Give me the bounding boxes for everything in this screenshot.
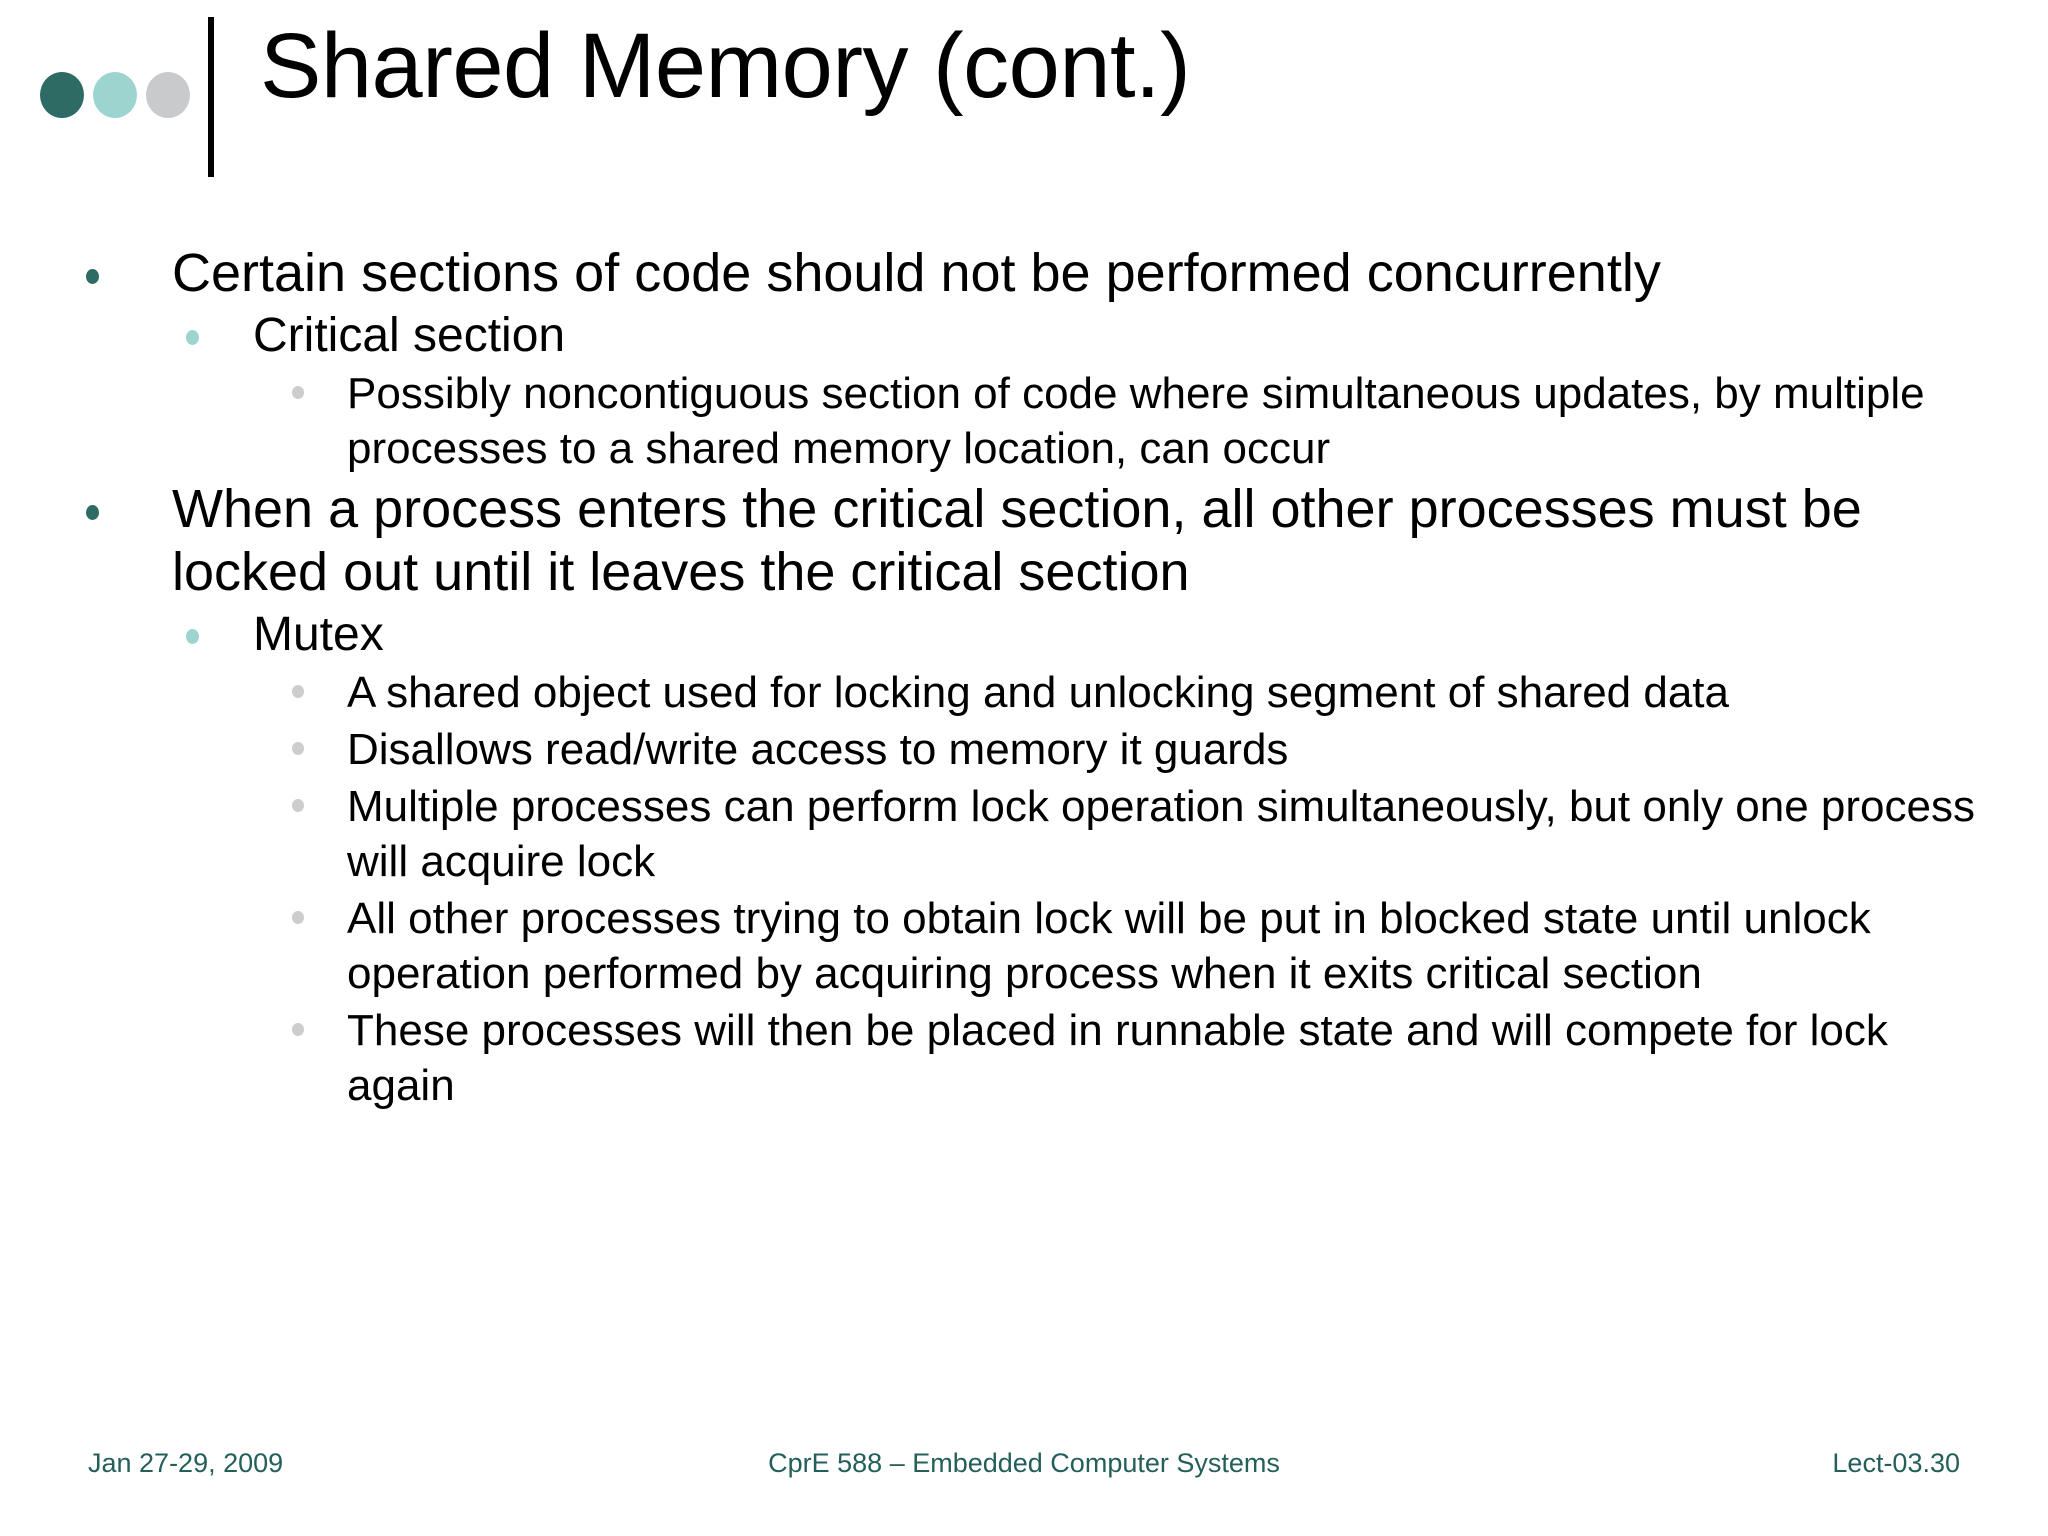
bullet-item-level1: When a process enters the critical secti… xyxy=(0,478,2048,604)
slide-body: Certain sections of code should not be p… xyxy=(0,242,2048,1115)
bullet-text: Multiple processes can perform lock oper… xyxy=(347,782,1975,886)
footer-date: Jan 27-29, 2009 xyxy=(88,1448,284,1478)
bullet-dot-icon xyxy=(292,386,304,399)
logo-dots xyxy=(40,72,190,118)
slide-header: Shared Memory (cont.) xyxy=(0,0,2048,190)
bullet-item-level3: All other processes trying to obtain loc… xyxy=(0,891,2048,1001)
bullet-item-level3: Multiple processes can perform lock oper… xyxy=(0,779,2048,889)
slide-footer: Jan 27-29, 2009 CprE 588 – Embedded Comp… xyxy=(0,1416,2048,1536)
bullet-item-level3: A shared object used for locking and unl… xyxy=(0,665,2048,720)
bullet-text: When a process enters the critical secti… xyxy=(172,479,1862,602)
logo-dot-light-teal-icon xyxy=(93,72,137,118)
bullet-item-level2: Critical section xyxy=(0,307,2048,364)
bullet-text: All other processes trying to obtain loc… xyxy=(347,894,1871,998)
bullet-dot-icon xyxy=(292,1023,304,1036)
bullet-item-level3: Possibly noncontiguous section of code w… xyxy=(0,366,2048,476)
bullet-dot-icon xyxy=(86,505,99,520)
bullet-item-level3: These processes will then be placed in r… xyxy=(0,1003,2048,1113)
footer-lecture-number: Lect-03.30 xyxy=(1832,1448,1960,1478)
footer-course: CprE 588 – Embedded Computer Systems xyxy=(768,1448,1280,1478)
page-title: Shared Memory (cont.) xyxy=(260,15,1191,118)
bullet-text: These processes will then be placed in r… xyxy=(347,1006,1888,1110)
bullet-text: Disallows read/write access to memory it… xyxy=(347,725,1289,774)
bullet-dot-icon xyxy=(86,269,99,284)
bullet-item-level2: Mutex xyxy=(0,606,2048,663)
bullet-item-level3: Disallows read/write access to memory it… xyxy=(0,722,2048,777)
bullet-dot-icon xyxy=(292,685,304,698)
bullet-text: Mutex xyxy=(253,608,384,661)
bullet-text: A shared object used for locking and unl… xyxy=(347,668,1730,717)
bullet-text: Critical section xyxy=(253,309,566,362)
logo-dot-dark-teal-icon xyxy=(40,72,84,118)
bullet-dot-icon xyxy=(292,799,304,812)
bullet-text: Certain sections of code should not be p… xyxy=(172,243,1661,303)
title-vertical-rule xyxy=(208,17,214,177)
bullet-dot-icon xyxy=(292,742,304,755)
logo-dot-gray-icon xyxy=(146,72,190,118)
bullet-item-level1: Certain sections of code should not be p… xyxy=(0,242,2048,305)
bullet-dot-icon xyxy=(292,911,304,924)
bullet-dot-icon xyxy=(186,629,199,644)
bullet-dot-icon xyxy=(186,330,199,345)
bullet-text: Possibly noncontiguous section of code w… xyxy=(347,369,1925,473)
